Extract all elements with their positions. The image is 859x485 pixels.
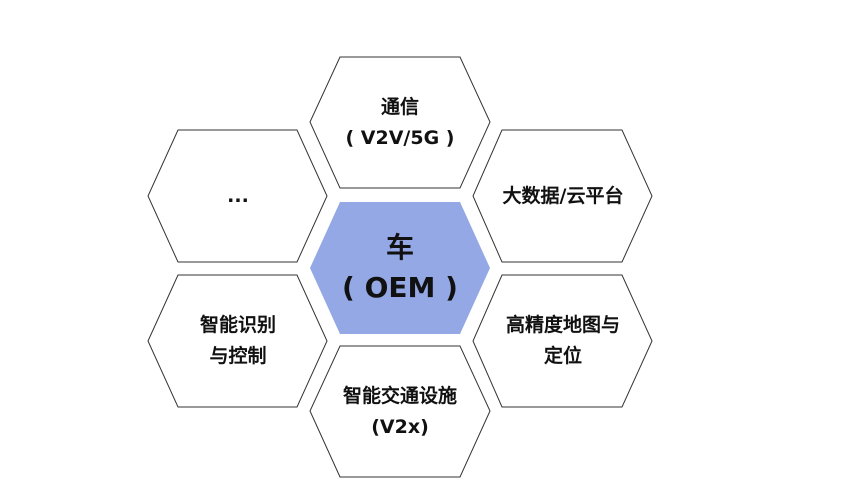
center-label: 车 ( OEM ) (310, 202, 490, 334)
node-top-label: 通信 ( V2V/5G ) (310, 57, 490, 189)
node-lower-left-label: 智能识别 与控制 (148, 275, 328, 407)
center-subtitle: ( OEM ) (342, 271, 458, 304)
node-lower-right-line2: 定位 (543, 345, 582, 367)
node-lower-left-line1: 智能识别 (199, 314, 276, 336)
hex-upper-left (147, 129, 328, 263)
node-upper-right-label: 大数据/云平台 (473, 130, 653, 262)
node-lower-right-label: 高精度地图与 定位 (473, 275, 653, 407)
node-upper-left-line1: ... (227, 184, 249, 207)
hex-center (310, 202, 490, 334)
node-upper-left-label: ... (148, 130, 328, 262)
node-bottom-label: 智能交通设施 (V2x) (310, 346, 490, 478)
node-lower-left-line2: 与控制 (209, 345, 267, 367)
node-top-line1: 通信 (380, 96, 419, 118)
hex-bottom (309, 345, 491, 478)
hex-lower-left (147, 274, 328, 408)
hex-lower-right (472, 274, 653, 408)
center-title: 车 (385, 231, 414, 264)
node-bottom-line2: (V2x) (371, 416, 429, 438)
node-upper-right-line1: 大数据/云平台 (502, 184, 624, 207)
node-top-line2: ( V2V/5G ) (345, 127, 455, 149)
node-bottom-line1: 智能交通设施 (342, 385, 457, 407)
node-lower-right-line1: 高精度地图与 (505, 314, 620, 336)
hex-upper-right (472, 129, 653, 263)
hex-top (309, 56, 491, 189)
